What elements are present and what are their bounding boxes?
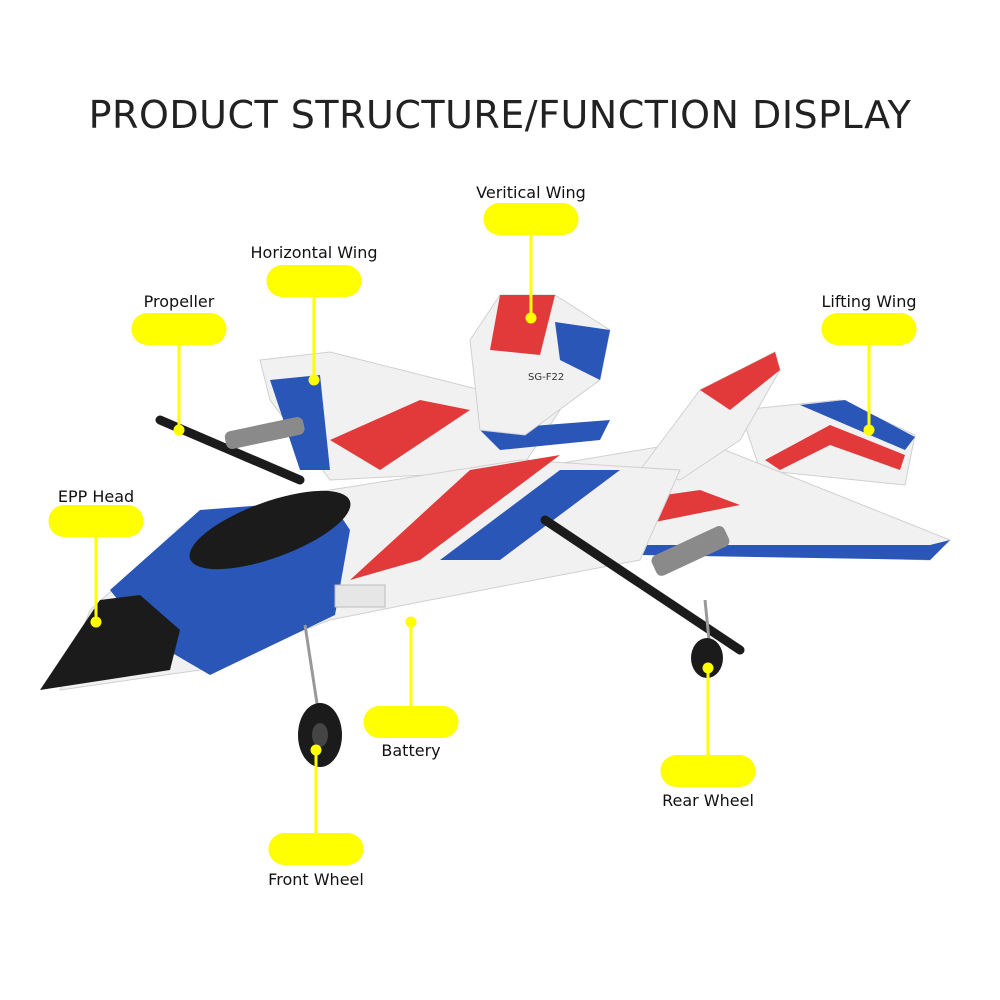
callout-pill-front-wheel [268,833,364,865]
callout-dot-lifting-wing [863,424,875,436]
callout-leader-veritical-wing [529,235,533,318]
page-title: PRODUCT STRUCTURE/FUNCTION DISPLAY [88,93,912,137]
callout-dot-rear-wheel [702,662,714,674]
callout-pill-epp-head [48,505,144,537]
callout-dot-front-wheel [310,744,322,756]
left-wing-red-stripe [330,400,470,470]
vertical-tail-blue [555,322,610,380]
tail-marking: SG-F22 [528,372,564,383]
callout-pill-battery [363,706,459,738]
callout-label-front-wheel: Front Wheel [268,870,364,889]
nose-cone [40,595,180,690]
vertical-tail-right-red [700,352,780,410]
callout-leader-battery [409,622,413,706]
callout-leader-propeller [177,345,181,430]
callout-leader-horizontal-wing [312,297,316,380]
callout-label-battery: Battery [381,741,441,760]
right-motor-mount [651,526,730,576]
callout-dot-veritical-wing [525,312,537,324]
fuselage-blue-stripe [440,470,620,560]
callout-label-epp-head: EPP Head [57,487,135,506]
left-motor-mount [224,416,305,449]
callout-label-rear-wheel: Rear Wheel [662,791,754,810]
right-wing-blue-band [800,400,915,450]
vertical-tail-red [490,295,555,355]
callout-pill-rear-wheel [660,755,756,787]
callout-leader-front-wheel [314,750,318,833]
callout-leader-lifting-wing [867,345,871,430]
callout-leader-rear-wheel [706,668,710,755]
callout-leader-epp-head [94,537,98,622]
front-gear-strut [303,624,320,711]
rear-wheel [691,638,723,678]
callout-label-lifting-wing: Lifting Wing [821,292,917,311]
callout-dot-propeller [173,424,185,436]
callout-dot-battery [405,616,417,628]
battery-hatch [334,584,386,608]
right-wing-red-band [765,425,905,470]
callout-dot-horizontal-wing [308,374,320,386]
callout-pill-horizontal-wing [266,265,362,297]
callout-label-horizontal-wing: Horizontal Wing [250,243,378,262]
canopy [189,490,351,570]
callout-label-veritical-wing: Veritical Wing [476,183,586,202]
callout-pill-propeller [131,313,227,345]
callout-dot-epp-head [90,616,102,628]
callout-pill-veritical-wing [483,203,579,235]
callout-label-propeller: Propeller [143,292,215,311]
callout-pill-lifting-wing [821,313,917,345]
fuselage-red-stripe [350,455,560,580]
